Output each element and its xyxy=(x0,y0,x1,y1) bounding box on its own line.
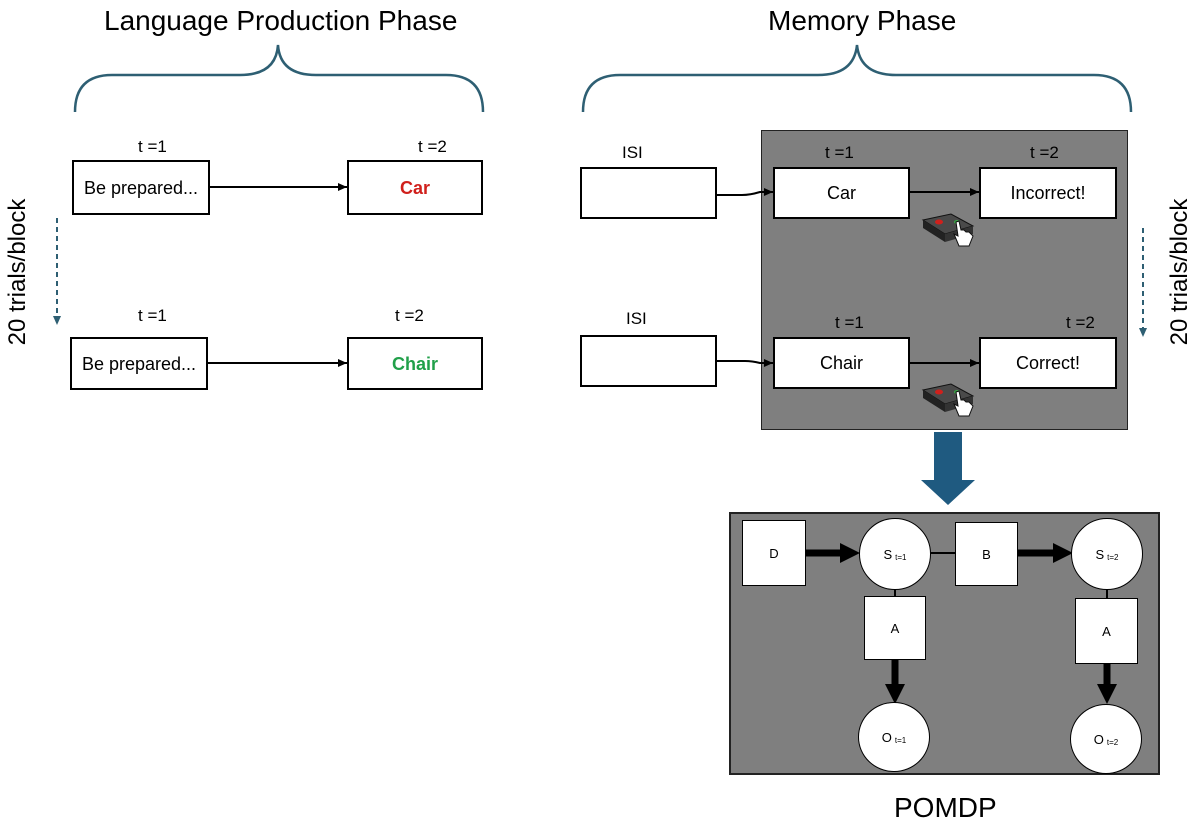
pomdp-node-d: D xyxy=(742,520,806,586)
mem-trial2-word-box: Chair xyxy=(773,337,910,389)
lang-trials-per-block: 20 trials/block xyxy=(4,198,31,346)
language-phase-title: Language Production Phase xyxy=(104,5,458,36)
pomdp-node-s1-sub: t=1 xyxy=(895,552,907,562)
lang-trial1-word: Car xyxy=(399,177,430,198)
mem-trial1-feedback-box: Incorrect! xyxy=(979,167,1117,219)
button-press-icon xyxy=(921,213,975,247)
mem-trial2-feedback-box: Correct! xyxy=(979,337,1117,389)
pomdp-node-s2-sub: t=2 xyxy=(1107,552,1119,562)
mem-trial1-feedback: Incorrect! xyxy=(1010,183,1086,203)
pomdp-node-s1-label: S xyxy=(883,546,893,562)
pomdp-node-o2-sub: t=2 xyxy=(1106,737,1119,747)
mem-trial2-t2: t =2 xyxy=(1066,313,1095,332)
mem-trial2-feedback: Correct! xyxy=(1015,353,1080,373)
mem-trial1-word: Car xyxy=(826,183,856,203)
memory-phase-brace xyxy=(581,44,1133,113)
pomdp-node-d-label: D xyxy=(769,545,779,561)
mem-trial1-word-box: Car xyxy=(773,167,910,219)
lang-trial1-prompt-box: Be prepared... xyxy=(72,160,210,215)
mem-trial2-isi-label: ISI xyxy=(626,309,647,328)
mem-trial1-t2: t =2 xyxy=(1030,143,1059,162)
pomdp-node-s2-label: S xyxy=(1095,546,1105,562)
lang-trial1-word-box: Car xyxy=(347,160,483,215)
lang-trial2-word-box: Chair xyxy=(347,337,483,390)
pomdp-node-b-label: B xyxy=(982,546,991,562)
lang-trial2-word: Chair xyxy=(391,353,438,374)
button-press-icon xyxy=(921,383,975,417)
mem-trial2-t1: t =1 xyxy=(835,313,864,332)
memory-phase-title: Memory Phase xyxy=(768,5,957,36)
pomdp-node-o1-label: O xyxy=(881,729,892,745)
pomdp-node-a2: A xyxy=(1075,598,1138,664)
mem-trial1-t1: t =1 xyxy=(825,143,854,162)
mem-arrow-isi-1 xyxy=(717,188,773,196)
pomdp-node-a1-label: A xyxy=(890,620,900,636)
mem-trial1-isi-label: ISI xyxy=(622,143,643,162)
lang-trial2-t2: t =2 xyxy=(395,306,424,325)
mem-arrow-isi-2 xyxy=(717,359,773,367)
lang-trial2-t1: t =1 xyxy=(138,306,167,325)
language-phase-brace xyxy=(73,44,485,113)
pomdp-node-a1: A xyxy=(864,596,926,660)
lang-trial2-prompt: Be prepared... xyxy=(81,353,197,374)
mem-trial2-isi-box xyxy=(580,335,717,387)
lang-trial1-t2: t =2 xyxy=(418,137,447,156)
lang-trial2-prompt-box: Be prepared... xyxy=(70,337,208,390)
mem-trial2-word: Chair xyxy=(819,353,863,373)
pomdp-node-o1-sub: t=1 xyxy=(894,735,907,745)
pomdp-node-b: B xyxy=(955,522,1018,586)
pomdp-title: POMDP xyxy=(894,792,997,823)
mem-trials-per-block: 20 trials/block xyxy=(1166,198,1193,346)
pomdp-arrows xyxy=(806,543,1117,704)
mem-trial1-isi-box xyxy=(580,167,717,219)
pomdp-node-a2-label: A xyxy=(1102,623,1111,639)
lang-trial1-t1: t =1 xyxy=(138,137,167,156)
pomdp-node-o2-label: O xyxy=(1093,731,1104,747)
lang-trial1-prompt: Be prepared... xyxy=(83,177,199,198)
big-down-arrow xyxy=(921,432,975,505)
